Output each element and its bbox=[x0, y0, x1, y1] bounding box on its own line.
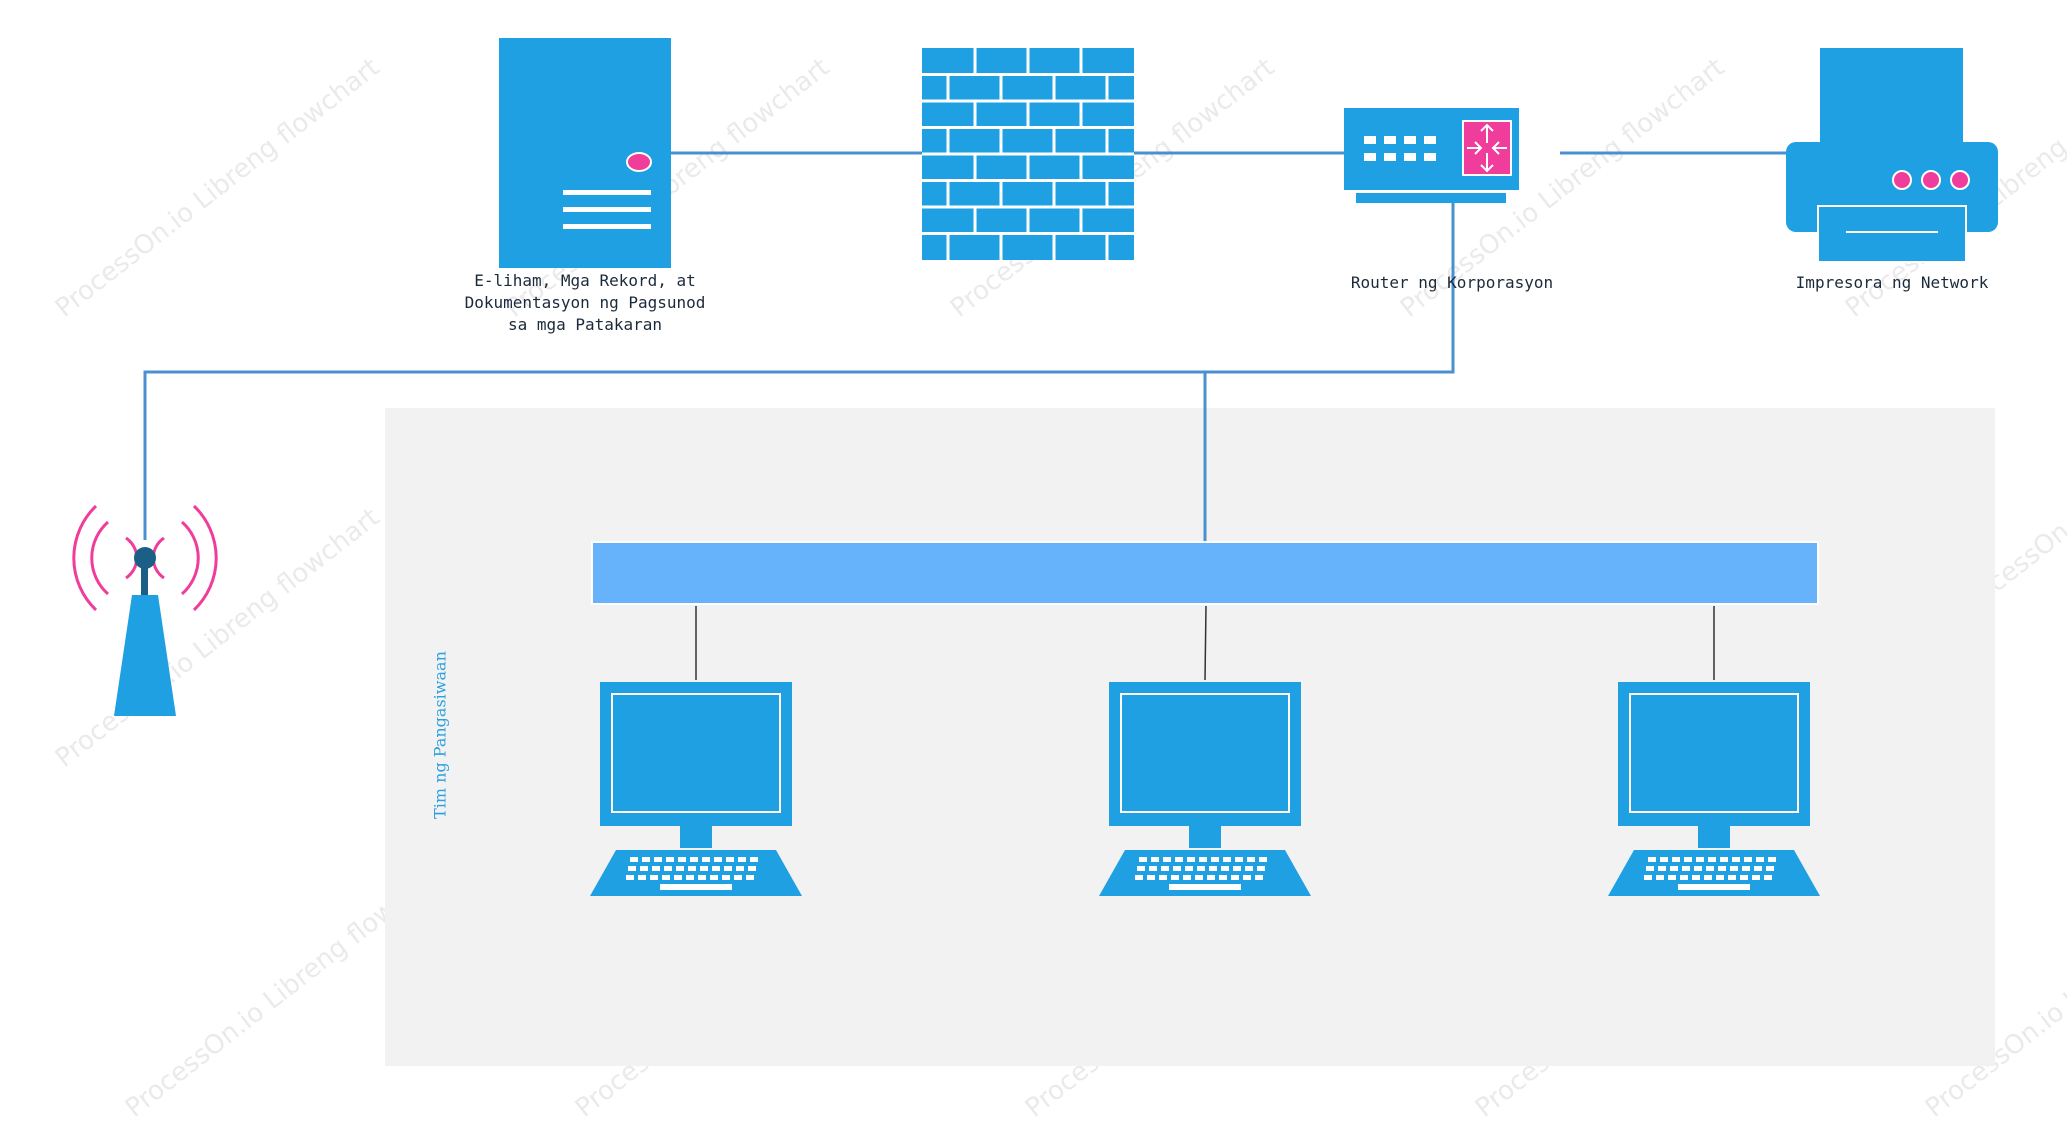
antenna-icon bbox=[72, 504, 218, 716]
router-icon bbox=[1344, 108, 1519, 203]
server-icon bbox=[499, 38, 671, 268]
edge-bus-pc-2 bbox=[1204, 605, 1207, 681]
router-label: Router ng Korporasyon bbox=[1350, 273, 1554, 292]
connections bbox=[143, 151, 1786, 542]
printer-label: Impresora ng Network bbox=[1795, 273, 1989, 292]
edge-router-network bbox=[143, 200, 1455, 540]
server-label: E-liham, Mga Rekord, at Dokumentasyon ng… bbox=[464, 271, 706, 334]
computer-icon bbox=[590, 682, 802, 896]
computer-icon bbox=[1608, 682, 1820, 896]
computer-icon bbox=[1099, 682, 1311, 896]
network-bus bbox=[591, 541, 1819, 605]
printer-icon bbox=[1786, 48, 1998, 263]
network-diagram bbox=[72, 38, 1998, 1066]
firewall-icon bbox=[922, 48, 1134, 260]
admin-team-label: Tim ng Pangasiwaan bbox=[430, 651, 450, 819]
bus-drops bbox=[695, 605, 1715, 681]
